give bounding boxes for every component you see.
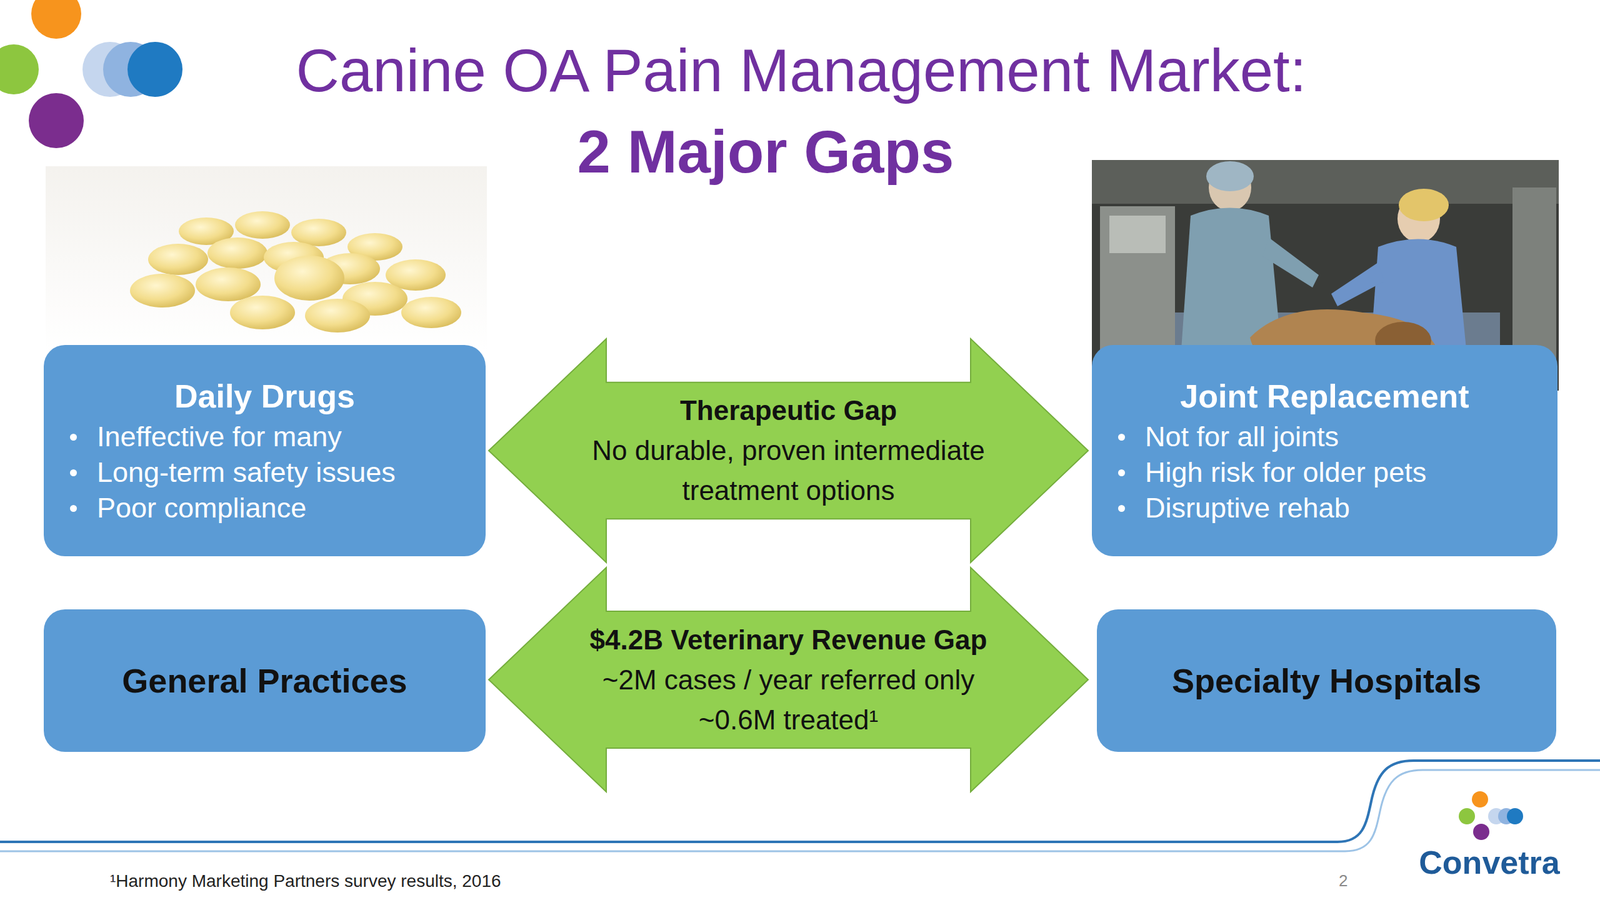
text-group: Therapeutic GapNo durable, proven interm… xyxy=(563,390,1014,511)
footer-swoosh xyxy=(0,760,1600,852)
practice-box: General Practices xyxy=(43,609,486,752)
page-number: 2 xyxy=(1338,870,1348,891)
arrow-heading: Therapeutic Gap xyxy=(563,390,1014,431)
slide-subtitle: 2 Major Gaps xyxy=(140,115,1391,188)
treatment-box: Joint ReplacementNot for all jointsHigh … xyxy=(1091,345,1558,557)
footer-logo-dots xyxy=(1458,791,1524,840)
arrow-heading: $4.2B Veterinary Revenue Gap xyxy=(563,620,1014,660)
double-arrow-outline xyxy=(488,338,1089,563)
bullet-item: Ineffective for many xyxy=(68,418,461,455)
treatment-box: Daily DrugsIneffective for manyLong-term… xyxy=(43,345,486,557)
text-group: Specialty Hospitals xyxy=(1121,660,1532,701)
logo-wordmark: Convetra xyxy=(1395,843,1584,882)
bullet-item: Not for all joints xyxy=(1116,418,1533,455)
corner-logo-dots xyxy=(0,0,183,149)
gap-arrow: $4.2B Veterinary Revenue Gap~2M cases / … xyxy=(488,567,1089,792)
gap-arrow: Therapeutic GapNo durable, proven interm… xyxy=(488,338,1089,563)
box-heading: Joint Replacement xyxy=(1116,376,1533,417)
double-arrow-outline xyxy=(488,567,1089,792)
bullet-item: High risk for older pets xyxy=(1116,454,1533,490)
practice-box: Specialty Hospitals xyxy=(1096,609,1557,752)
text-group: General Practices xyxy=(68,660,461,701)
pills-photo xyxy=(45,166,487,352)
box-label: Specialty Hospitals xyxy=(1121,660,1532,701)
arrow-body: ~2M cases / year referred only ~0.6M tre… xyxy=(563,660,1014,740)
arrow-body: No durable, proven intermediate treatmen… xyxy=(563,430,1014,511)
bullet-item: Disruptive rehab xyxy=(1116,490,1533,526)
box-label: General Practices xyxy=(68,660,461,701)
footnote: ¹Harmony Marketing Partners survey resul… xyxy=(110,870,502,892)
slide-title: Canine OA Pain Management Market: xyxy=(176,34,1427,107)
text-group: Joint ReplacementNot for all jointsHigh … xyxy=(1116,376,1533,526)
bullet-item: Long-term safety issues xyxy=(68,454,461,490)
bullet-item: Poor compliance xyxy=(68,490,461,526)
box-heading: Daily Drugs xyxy=(68,376,461,417)
text-group: $4.2B Veterinary Revenue Gap~2M cases / … xyxy=(563,620,1014,740)
text-group: Daily DrugsIneffective for manyLong-term… xyxy=(68,376,461,526)
